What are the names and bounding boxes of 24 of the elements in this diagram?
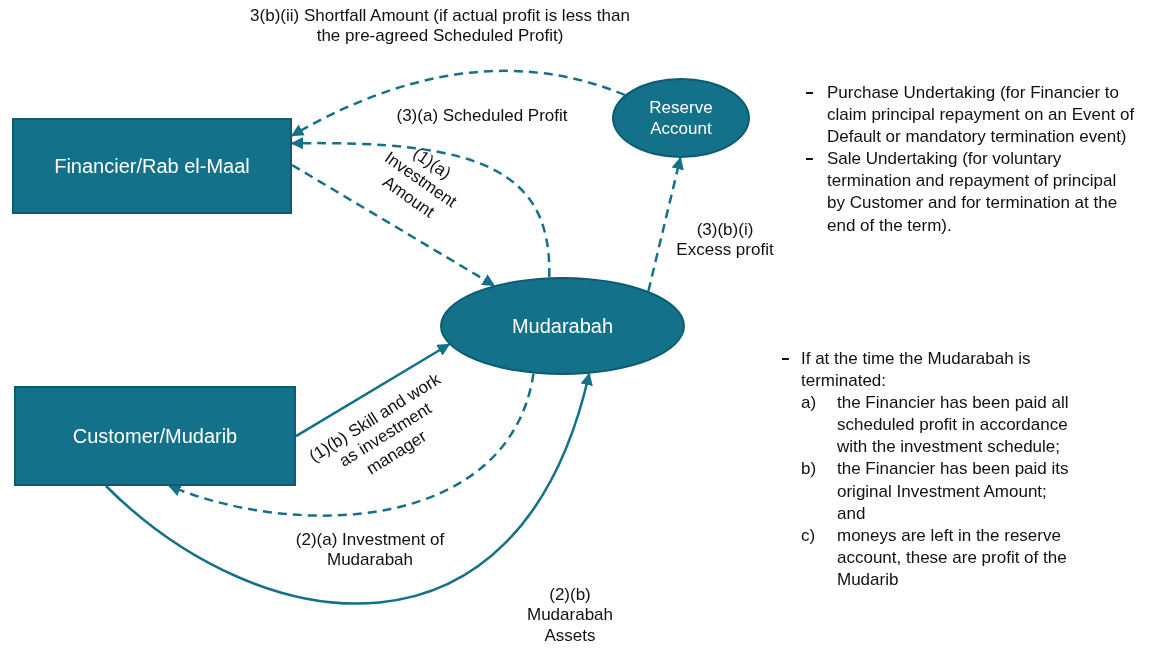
arrow	[647, 156, 684, 292]
node-label: Mudarabah	[510, 313, 615, 339]
arrow	[295, 343, 451, 438]
entity-box	[14, 386, 296, 486]
note-text: moneys are left in the reserve account, these are profit of the Mudarib	[837, 524, 1068, 591]
node-label: Reserve Account	[648, 96, 714, 140]
arrow	[168, 373, 535, 517]
edge-label: (3)(a) Scheduled Profit	[395, 106, 569, 127]
edge-label: (3)(b)(i) Excess profit	[675, 220, 775, 261]
node-label: Financier/Rab el-Maal	[53, 153, 251, 179]
edge-label: (2)(a) Investment of Mudarabah	[294, 530, 446, 571]
note-text: the Financier has been paid all scheduled profit in accordance with the investment schedule;	[837, 392, 1070, 459]
edge-label: (2)(b) Mudarabah Assets	[526, 585, 614, 647]
entity-box	[12, 118, 292, 214]
note-text: Sale Undertaking (for voluntary termination and repayment of principal by Customer and for termination at the end of the term).	[827, 148, 1119, 237]
list-marker: a)	[801, 392, 818, 415]
edge-label: 3(b)(ii) Shortfall Amount (if actual profit is less than the pre-agreed Scheduled Profit)	[250, 6, 630, 47]
arrow	[105, 372, 592, 604]
arrow	[291, 163, 495, 287]
node-label: Customer/Mudarib	[71, 423, 239, 449]
note-text: Purchase Undertaking (for Financier to claim principal repayment on an Event of Default or mandatory termination event)	[827, 82, 1136, 149]
list-marker: b)	[801, 458, 818, 481]
note-text: If at the time the Mudarabah is terminated:	[801, 348, 1032, 393]
list-marker: c)	[801, 524, 817, 547]
